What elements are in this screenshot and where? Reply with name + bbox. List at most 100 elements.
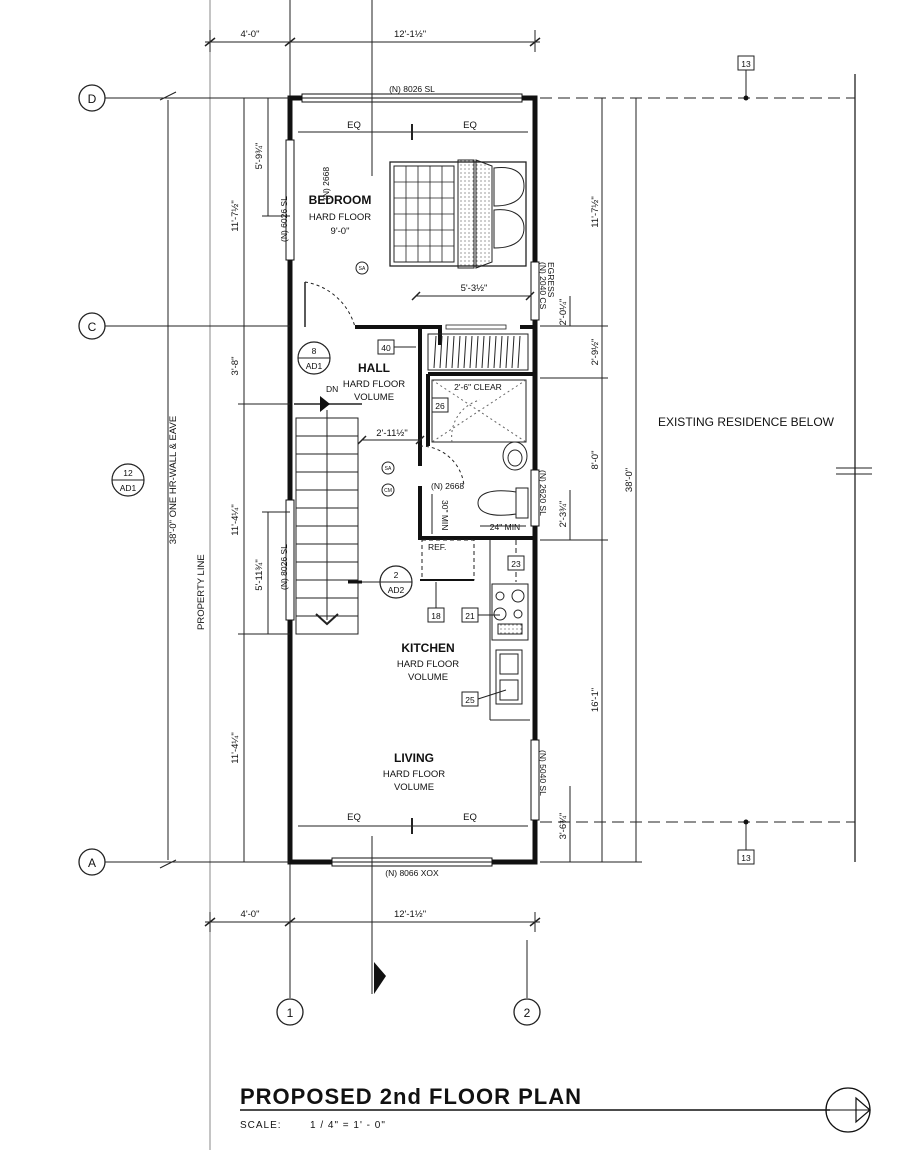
svg-text:26: 26: [435, 401, 445, 411]
fridge-label: REF.: [428, 542, 446, 552]
dim-right-bath-window: 2'-3¾": [558, 501, 569, 528]
dim-top-width: 12'-1½": [394, 29, 426, 40]
window-stair-left-label: (N) 8026 SL: [279, 544, 289, 590]
room-name-kitchen: KITCHEN: [401, 641, 454, 655]
svg-text:40: 40: [381, 343, 391, 353]
door-bed-label: (N) 2668: [321, 167, 331, 200]
dim-right-bath: 8'-0": [590, 451, 601, 470]
grid-label-a: A: [88, 856, 96, 870]
scale-label: SCALE:: [240, 1120, 282, 1131]
north-arrow-icon: [825, 1087, 871, 1133]
grid-label-2: 2: [524, 1006, 531, 1020]
window-bottom-label: (N) 8066 XOX: [385, 868, 439, 878]
keynote-13-bottom: 13: [737, 819, 755, 865]
keynote-13-top: 13: [737, 55, 755, 101]
kitchen-sink: [495, 649, 523, 705]
room-name-living: LIVING: [394, 751, 434, 765]
svg-text:AD2: AD2: [388, 585, 405, 595]
svg-text:12: 12: [123, 468, 133, 478]
grid-line-a: A: [78, 821, 855, 876]
detail-callout-2-ad2: 2 AD2: [362, 565, 413, 599]
dim-eq-4: EQ: [463, 812, 477, 823]
drawing-title: PROPOSED 2nd FLOOR PLAN: [240, 1084, 582, 1109]
keynote-25: 25: [461, 689, 507, 707]
grid-label-1: 1: [287, 1006, 294, 1020]
dim-bed-width: 5'-3½": [461, 283, 488, 294]
dim-left-hall: 3'-8": [230, 357, 241, 376]
co-alarm-hall: CM: [381, 483, 395, 497]
door-swing-bedroom: [304, 281, 356, 328]
min-24-label: 24" MIN: [490, 522, 520, 532]
room-ceiling-hall: VOLUME: [354, 392, 394, 403]
svg-text:AD1: AD1: [306, 361, 323, 371]
window-bed-right-label: (N) 2040 CS: [538, 262, 548, 310]
svg-text:2: 2: [394, 570, 399, 580]
grid-line-2: 2: [513, 940, 541, 1026]
room-name-bedroom: BEDROOM: [309, 193, 372, 207]
window-kitchen-right-label: (N) 5040 SL: [538, 750, 548, 796]
window-bed-left-label: (N) 6026 SL: [279, 196, 289, 242]
stairs: [295, 410, 359, 635]
svg-text:18: 18: [431, 611, 441, 621]
grid-label-d: D: [88, 92, 97, 106]
dim-right-kitchen-window: 3'-6¾": [558, 813, 569, 840]
room-name-hall: HALL: [358, 361, 390, 375]
dim-left-bed-window: 5'-9¾": [254, 143, 265, 170]
svg-text:25: 25: [465, 695, 475, 705]
toilet-bowl: [477, 490, 517, 516]
svg-text:8: 8: [312, 346, 317, 356]
shower-clear-label: 2'-6" CLEAR: [454, 382, 502, 392]
room-ceiling-kitchen: VOLUME: [408, 672, 448, 683]
dim-right-bedroom: 11'-7½": [590, 196, 601, 227]
property-line-label: PROPERTY LINE: [196, 554, 207, 630]
refrigerator: [421, 539, 475, 581]
smoke-alarm-hall: SA: [381, 461, 395, 475]
room-floor-bedroom: HARD FLOOR: [309, 212, 371, 223]
svg-text:23: 23: [511, 559, 521, 569]
window-top-label: (N) 8026 SL: [389, 84, 435, 94]
closet-shelf: [427, 333, 529, 371]
dim-right-egress: 2'-0¼": [558, 299, 569, 326]
dim-left-stair: 11'-4¼": [230, 504, 241, 535]
keynote-18: 18: [427, 582, 445, 623]
dim-top-left: 4'-0": [241, 29, 260, 40]
dim-eq-3: EQ: [347, 812, 361, 823]
dim-left-living: 11'-4¼": [230, 732, 241, 763]
keynote-21: 21: [461, 607, 500, 623]
window-bath-right-label: (N) 2620 SL: [538, 470, 548, 516]
door-swing-bath: [419, 445, 465, 487]
interior-walls: [355, 325, 533, 540]
existing-residence-label: EXISTING RESIDENCE BELOW: [658, 415, 835, 429]
dim-eq-2: EQ: [463, 120, 477, 131]
smoke-alarm-bedroom: SA: [355, 261, 369, 275]
svg-text:AD1: AD1: [120, 483, 137, 493]
svg-text:13: 13: [741, 59, 751, 69]
toilet-tank: [515, 487, 529, 519]
dim-right-total: 38'-0": [624, 468, 635, 492]
room-floor-living: HARD FLOOR: [383, 769, 445, 780]
section-arrow: [374, 962, 386, 994]
door-bath-label: (N) 2668: [431, 481, 464, 491]
bed: [389, 159, 527, 269]
keynote-40: 40: [377, 339, 416, 355]
dim-hall-width: 2'-11½": [376, 428, 407, 439]
stair-dn-label: DN: [326, 384, 338, 394]
scale-value: 1 / 4" = 1' - 0": [310, 1120, 386, 1131]
room-floor-hall: HARD FLOOR: [343, 379, 405, 390]
svg-text:SA: SA: [359, 266, 366, 272]
dim-bottom-width: 12'-1½": [394, 909, 426, 920]
svg-text:13: 13: [741, 853, 751, 863]
egress-label: EGRESS: [546, 262, 556, 298]
keynote-23: 23: [507, 555, 525, 571]
dim-right-kitchen: 16'-1": [590, 688, 601, 712]
detail-callout-12-ad1: 12 AD1: [111, 463, 145, 497]
detail-callout-8-ad1: 8 AD1: [297, 341, 331, 375]
dim-left-stair-window: 5'-11¾": [254, 559, 265, 590]
cooktop: [491, 583, 529, 641]
keynote-26: 26: [431, 397, 449, 413]
room-height-bedroom: 9'-0": [331, 226, 350, 237]
svg-text:SA: SA: [385, 466, 392, 472]
grid-label-c: C: [88, 320, 97, 334]
dim-bottom-left: 4'-0": [241, 909, 260, 920]
dim-left-bedroom: 11'-7½": [230, 200, 241, 231]
